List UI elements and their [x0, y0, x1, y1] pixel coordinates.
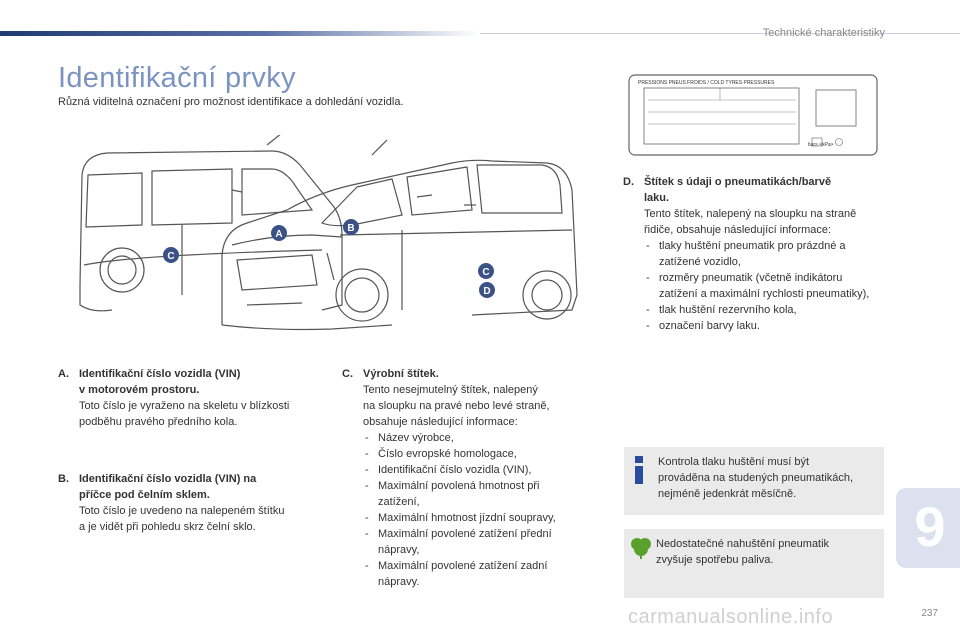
- block-c-body-1: Tento nesejmutelný štítek, nalepený: [363, 384, 538, 396]
- list-item: Číslo evropské homologace,: [363, 446, 592, 462]
- block-b-letter: B.: [58, 473, 69, 485]
- block-b-body-2: a je vidět při pohledu skrz čelní sklo.: [79, 521, 256, 533]
- tyre-label-units: bars <kPa>: [808, 142, 834, 148]
- leaf-icon: [631, 538, 651, 559]
- block-d-body-1: Tento štítek, nalepený na sloupku na str…: [644, 208, 857, 220]
- block-a-heading-2: v motorovém prostoru.: [79, 384, 200, 396]
- tyre-pressure-label-illustration: PRESSIONS PNEUS FROIDS / COLD TYRES PRES…: [628, 74, 878, 156]
- block-a-letter: A.: [58, 368, 69, 380]
- block-b-heading-1: Identifikační číslo vozidla (VIN) na: [79, 473, 257, 485]
- eco-note-line-2: zvyšuje spotřebu paliva.: [656, 554, 774, 566]
- header-rule-thin: [480, 33, 960, 34]
- block-a-heading-1: Identifikační číslo vozidla (VIN): [79, 368, 241, 380]
- marker-a-label: A: [275, 229, 282, 240]
- block-c-letter: C.: [342, 368, 353, 380]
- list-item: Název výrobce,: [363, 430, 592, 446]
- block-d-letter: D.: [623, 176, 634, 188]
- header-rule: [0, 31, 480, 36]
- list-item: Maximální povolená hmotnost při zatížení…: [363, 478, 568, 510]
- info-note-line-1: Kontrola tlaku huštění musí být: [658, 456, 810, 468]
- page-number: 237: [921, 608, 938, 619]
- block-a-body-1: Toto číslo je vyraženo na skeletu v blíz…: [79, 400, 290, 412]
- marker-d: [479, 282, 495, 298]
- block-c-list: Název výrobce, Číslo evropské homologace…: [363, 430, 592, 590]
- marker-b: [343, 219, 359, 235]
- list-item: Identifikační číslo vozidla (VIN),: [363, 462, 592, 478]
- marker-c-right-label: C: [482, 267, 489, 278]
- page-title: Identifikační prvky: [58, 62, 296, 94]
- block-a: A. Identifikační číslo vozidla (VIN) v m…: [58, 366, 328, 430]
- section-title: Technické charakteristiky: [762, 27, 885, 39]
- list-item: označení barvy laku.: [644, 318, 893, 334]
- info-note-line-3: nejméně jedenkrát měsíčně.: [658, 488, 797, 500]
- block-d-body-2: řidiče, obsahuje následující informace:: [644, 224, 832, 236]
- block-d: D. Štítek s údaji o pneumatikách/barvě l…: [623, 174, 893, 334]
- list-item: Maximální povolené zatížení zadní náprav…: [363, 558, 578, 590]
- list-item: tlaky huštění pneumatik pro prázdné a za…: [644, 238, 859, 270]
- block-c: C. Výrobní štítek. Tento nesejmutelný št…: [342, 366, 592, 590]
- info-icon: [635, 456, 643, 484]
- block-c-body-2: na sloupku na pravé nebo levé straně,: [363, 400, 550, 412]
- marker-b-label: B: [347, 223, 354, 234]
- block-b-heading-2: příčce pod čelním sklem.: [79, 489, 210, 501]
- list-item: rozměry pneumatik (včetně indikátoru zat…: [644, 270, 879, 302]
- marker-c-right: [478, 263, 494, 279]
- marker-c-left: [163, 247, 179, 263]
- block-d-list: tlaky huštění pneumatik pro prázdné a za…: [644, 238, 893, 334]
- page-subtitle: Různá viditelná označení pro možnost ide…: [58, 96, 404, 108]
- list-item: Maximální povolené zatížení přední nápra…: [363, 526, 578, 558]
- block-d-heading-1: Štítek s údaji o pneumatikách/barvě: [644, 176, 832, 188]
- list-item: tlak huštění rezervního kola,: [644, 302, 893, 318]
- info-note: Kontrola tlaku huštění musí být prováděn…: [624, 447, 884, 515]
- watermark: carmanualsonline.info: [628, 606, 834, 628]
- chapter-number: 9: [914, 495, 946, 558]
- tyre-label-header: PRESSIONS PNEUS FROIDS / COLD TYRES PRES…: [638, 80, 775, 86]
- block-c-body-3: obsahuje následující informace:: [363, 416, 518, 428]
- marker-d-label: D: [483, 286, 490, 297]
- block-b-body-1: Toto číslo je uvedeno na nalepeném štítk…: [79, 505, 285, 517]
- vehicle-illustration: A B C C D: [79, 135, 578, 331]
- block-a-body-2: podběhu pravého předního kola.: [79, 416, 238, 428]
- eco-note: Nedostatečné nahuštění pneumatik zvyšuje…: [624, 529, 884, 598]
- list-item: Maximální hmotnost jízdní soupravy,: [363, 510, 592, 526]
- marker-c-left-label: C: [167, 251, 174, 262]
- block-c-heading: Výrobní štítek.: [363, 368, 439, 380]
- chapter-tab: [896, 488, 960, 568]
- eco-note-line-1: Nedostatečné nahuštění pneumatik: [656, 538, 830, 550]
- info-note-line-2: prováděna na studených pneumatikách,: [658, 472, 854, 484]
- block-d-heading-2: laku.: [644, 192, 670, 204]
- marker-a: [271, 225, 287, 241]
- block-b: B. Identifikační číslo vozidla (VIN) na …: [58, 471, 328, 535]
